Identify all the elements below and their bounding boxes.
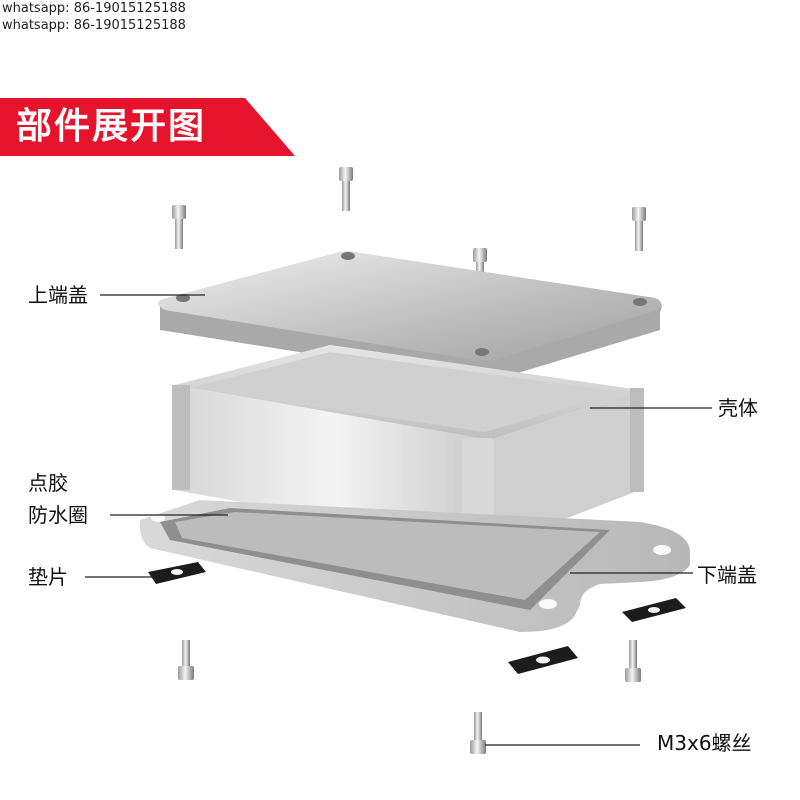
banner-title: 部件展开图 (16, 106, 207, 147)
label-glue: 点胶 (28, 471, 68, 495)
label-shell: 壳体 (718, 396, 758, 420)
label-bottom-cover: 下端盖 (697, 563, 757, 587)
screw-top-3 (632, 207, 646, 251)
label-top-cover: 上端盖 (28, 283, 88, 307)
gasket-1 (148, 562, 206, 584)
watermark-line-1: whatsapp: 86-19015125188 (2, 1, 186, 16)
screw-bottom-1 (178, 640, 194, 680)
gasket-2 (622, 598, 686, 622)
gasket-3 (508, 646, 578, 674)
shell-body (172, 345, 644, 548)
screw-bottom-3 (470, 712, 486, 754)
leader-lines (85, 294, 712, 746)
bottom-cover-plate (139, 500, 690, 632)
label-waterproof-ring: 防水圈 (28, 503, 88, 527)
label-screw: M3x6螺丝 (657, 731, 752, 755)
screw-top-2 (339, 167, 353, 211)
label-gasket: 垫片 (28, 565, 68, 589)
top-cover-plate (158, 251, 662, 382)
title-banner (0, 98, 295, 156)
watermark-line-2: whatsapp: 86-19015125188 (2, 18, 186, 33)
screw-top-1 (172, 205, 186, 249)
screw-bottom-2 (625, 640, 641, 682)
